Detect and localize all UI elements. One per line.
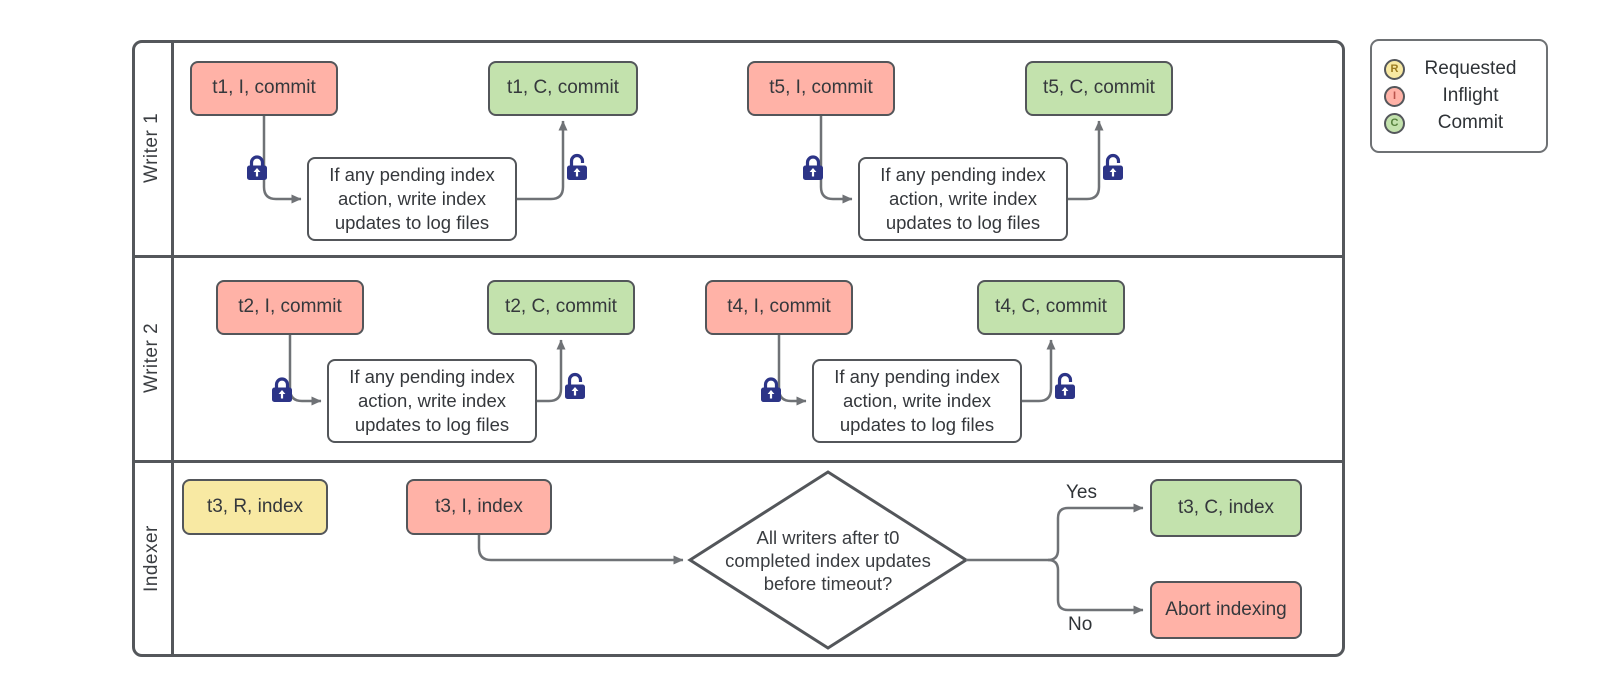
lane-label-writer1: Writer 1 xyxy=(141,112,162,183)
node-t3-inflight: t3, I, index xyxy=(406,479,552,535)
closed-lock-icon xyxy=(272,377,292,402)
lane-divider-1 xyxy=(132,255,1345,258)
arrow-process-to-t2-commit xyxy=(537,339,566,403)
arrow-t5-inflight-to-process xyxy=(819,116,853,204)
closed-lock-icon xyxy=(761,377,781,402)
open-lock-icon xyxy=(567,153,587,180)
node-t3-commit: t3, C, index xyxy=(1150,479,1302,537)
arrow-t4-inflight-to-process xyxy=(777,335,807,406)
legend-row-inflight: I Inflight xyxy=(1384,85,1536,107)
node-t1-process: If any pending index action, write index… xyxy=(307,157,517,241)
node-t3-requested: t3, R, index xyxy=(182,479,328,535)
lane-label-indexer: Indexer xyxy=(141,525,162,592)
legend-label-inflight: Inflight xyxy=(1442,85,1499,106)
node-t2-inflight: t2, I, commit xyxy=(216,280,364,335)
legend-row-commit: C Commit xyxy=(1384,112,1536,134)
node-t2-commit: t2, C, commit xyxy=(487,280,635,335)
node-t4-commit: t4, C, commit xyxy=(977,280,1125,335)
open-lock-icon xyxy=(565,372,585,399)
requested-badge-icon: R xyxy=(1384,58,1405,80)
yes-branch-label: Yes xyxy=(1066,482,1097,503)
node-t5-process: If any pending index action, write index… xyxy=(858,157,1068,241)
open-lock-icon xyxy=(1055,372,1075,399)
lane-label-divider xyxy=(171,40,174,657)
arrow-t3-inflight-to-decision xyxy=(477,535,684,565)
node-t2-process: If any pending index action, write index… xyxy=(327,359,537,443)
legend-row-requested: R Requested xyxy=(1384,58,1536,80)
arrow-decision-yes xyxy=(966,503,1144,562)
node-t4-process: If any pending index action, write index… xyxy=(812,359,1022,443)
node-abort-indexing: Abort indexing xyxy=(1150,581,1302,639)
arrow-process-to-t1-commit xyxy=(517,120,568,201)
decision-text: All writers after t0 completed index upd… xyxy=(725,527,931,595)
legend-label-requested: Requested xyxy=(1424,58,1517,79)
arrow-process-to-t5-commit xyxy=(1068,120,1104,201)
node-t4-inflight: t4, I, commit xyxy=(705,280,853,335)
no-branch-label: No xyxy=(1068,614,1093,635)
node-t5-commit: t5, C, commit xyxy=(1025,61,1173,116)
open-lock-icon xyxy=(1103,153,1123,180)
node-t5-inflight: t5, I, commit xyxy=(747,61,895,116)
arrow-t2-inflight-to-process xyxy=(288,335,322,406)
legend-label-commit: Commit xyxy=(1437,112,1504,133)
arrow-decision-no xyxy=(1047,558,1144,615)
arrow-process-to-t4-commit xyxy=(1022,339,1056,403)
arrow-t1-inflight-to-process xyxy=(262,116,302,204)
closed-lock-icon xyxy=(803,155,823,180)
closed-lock-icon xyxy=(247,155,267,180)
lane-label-writer2: Writer 2 xyxy=(141,322,162,393)
inflight-badge-icon: I xyxy=(1384,85,1405,107)
commit-badge-icon: C xyxy=(1384,112,1405,134)
node-t1-inflight: t1, I, commit xyxy=(190,61,338,116)
lane-divider-2 xyxy=(132,460,1345,463)
legend: R Requested I Inflight C Commit xyxy=(1370,39,1548,153)
node-t1-commit: t1, C, commit xyxy=(488,61,638,116)
